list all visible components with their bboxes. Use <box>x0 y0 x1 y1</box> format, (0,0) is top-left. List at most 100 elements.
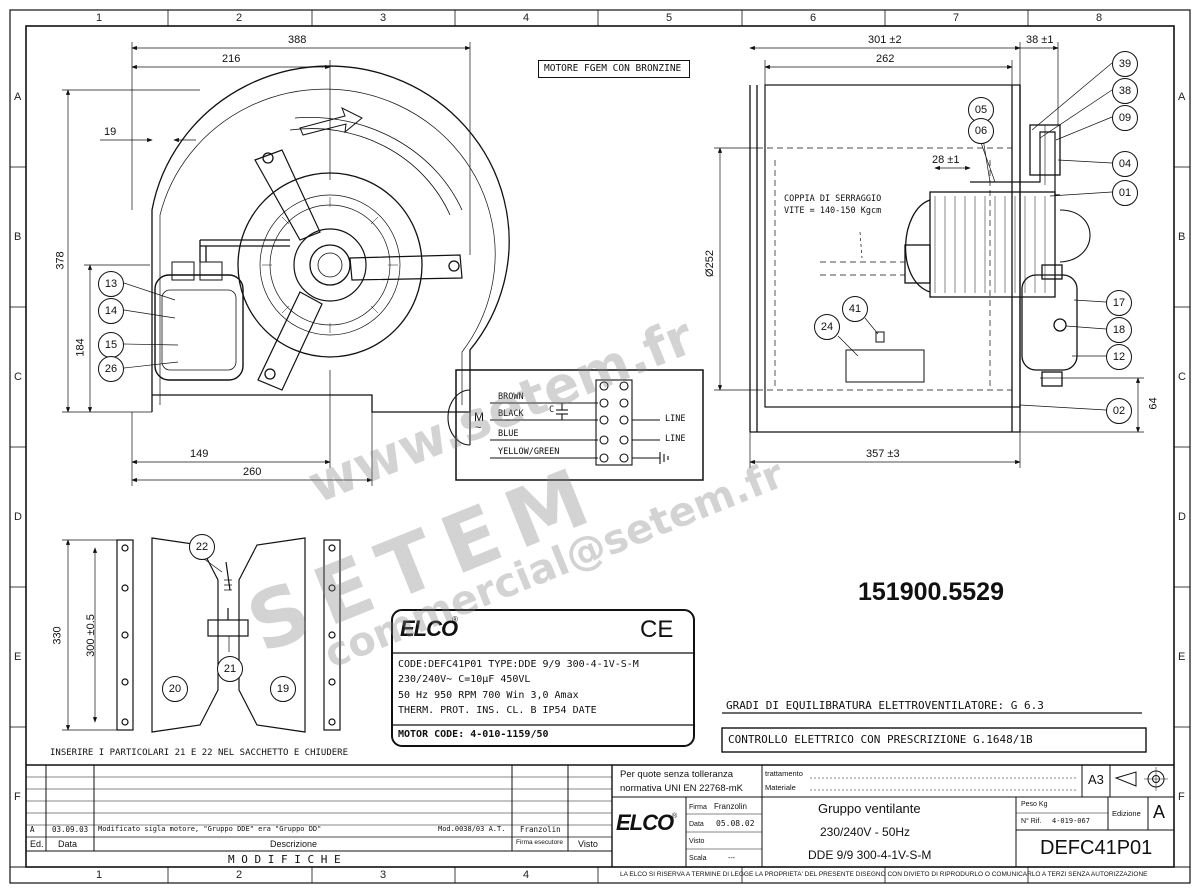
rev-ed: A <box>30 825 35 834</box>
zone-col-5: 5 <box>666 12 673 24</box>
dim-184: 184 <box>74 338 87 357</box>
torque-note-line2: VITE = 140-150 Kgcm <box>784 206 882 216</box>
wire-yellow-green: YELLOW/GREEN <box>498 447 560 457</box>
drawing-title-1: Gruppo ventilante <box>818 801 921 816</box>
wire-black: BLACK <box>498 409 524 419</box>
dim-19: 19 <box>104 126 117 138</box>
format-label: A3 <box>1088 772 1104 787</box>
title-block-logo-reg: ® <box>672 813 678 820</box>
zone-col-6: 6 <box>810 12 817 24</box>
rif-value: 4-019-067 <box>1052 817 1090 825</box>
zone-row-b: B <box>14 231 22 243</box>
rev-mod: Mod.0038/03 A.T. <box>438 825 506 833</box>
callout-19: 19 <box>270 676 296 702</box>
zone-row-a: A <box>14 91 22 103</box>
materiale-label: Materiale <box>765 783 796 792</box>
visto-label: Visto <box>689 838 705 845</box>
bracket-views <box>62 537 341 733</box>
dim-300: 300 ±0.5 <box>84 614 97 657</box>
nameplate-line-3: 50 Hz 950 RPM 700 Win 3,0 Amax <box>398 690 579 701</box>
zone-row-c: C <box>14 371 22 383</box>
callout-06: 06 <box>968 118 994 144</box>
wiring-diagram <box>447 369 704 481</box>
zone-col-1: 1 <box>96 12 103 24</box>
side-view <box>749 84 1091 433</box>
dim-301: 301 ±2 <box>868 34 902 46</box>
callout-05: 05 <box>968 97 994 123</box>
title-block-logo: ELCO <box>616 810 674 835</box>
dim-38: 38 ±1 <box>1026 34 1054 46</box>
callout-24: 24 <box>814 314 840 340</box>
zone-row-d-right: D <box>1178 511 1186 523</box>
zone-row-e: E <box>14 651 22 663</box>
callout-18: 18 <box>1106 317 1132 343</box>
zone-row-f: F <box>14 791 21 803</box>
callout-20: 20 <box>162 676 188 702</box>
nameplate-line-2: 230/240V∼ C=10μF 450VL <box>398 674 531 685</box>
rev-col-data: Data <box>58 839 78 849</box>
zone-col-7: 7 <box>953 12 960 24</box>
callout-02: 02 <box>1106 398 1132 424</box>
motor-symbol: M <box>474 410 484 424</box>
callout-41: 41 <box>842 296 868 322</box>
callout-39: 39 <box>1112 51 1138 77</box>
electrical-check-note: CONTROLLO ELETTRICO CON PRESCRIZIONE G.1… <box>728 733 1033 746</box>
edizione-label: Edizione <box>1112 809 1141 818</box>
front-dimensions <box>62 42 471 486</box>
torque-note-line1: COPPIA DI SERRAGGIO <box>784 194 882 204</box>
callout-14: 14 <box>98 298 124 324</box>
nameplate-brand: ELCO <box>400 616 458 641</box>
dim-216: 216 <box>222 53 241 65</box>
dim-357: 357 ±3 <box>866 448 900 460</box>
callout-12: 12 <box>1106 344 1132 370</box>
ce-mark: CE <box>640 616 674 643</box>
tolerance-line-2: normativa UNI EN 22768-mK <box>620 783 744 794</box>
dim-388: 388 <box>288 34 307 46</box>
zone-col-4: 4 <box>523 12 530 24</box>
nameplate-reg-mark: ® <box>452 615 458 624</box>
dim-28: 28 ±1 <box>932 154 960 166</box>
peso-label: Peso Kg <box>1021 801 1048 808</box>
nameplate-line-1: CODE:DEFC41P01 TYPE:DDE 9/9 300-4-1V-S-M <box>398 659 639 670</box>
capacitor-label: C <box>549 405 555 415</box>
zone-col-1-bottom: 1 <box>96 869 103 881</box>
nameplate-line-5: MOTOR CODE: 4-010-1159/50 <box>398 729 549 740</box>
rev-col-ed: Ed. <box>30 839 44 849</box>
tolerance-line-1: Per quote senza tolleranza <box>620 769 734 780</box>
dim-64: 64 <box>1147 397 1160 410</box>
trattamento-label: trattamento <box>765 769 803 778</box>
title-block-grid <box>10 764 1190 868</box>
motor-ac-symbol: ~ <box>475 422 482 434</box>
zone-col-3: 3 <box>380 12 387 24</box>
rev-col-descrizione: Descrizione <box>270 839 318 849</box>
zone-ticks <box>10 10 1190 883</box>
rif-label: N° Rif. <box>1021 818 1042 825</box>
front-view <box>151 65 510 413</box>
zone-row-c-right: C <box>1178 371 1186 383</box>
firma-value: Franzolin <box>714 802 747 811</box>
rev-date: 03.09.03 <box>52 825 89 834</box>
zone-row-e-right: E <box>1178 651 1186 663</box>
callout-21: 21 <box>217 656 243 682</box>
callout-04: 04 <box>1112 151 1138 177</box>
nameplate-line-4: THERM. PROT. INS. CL. B IP54 DATE <box>398 705 597 716</box>
rev-col-visto: Visto <box>578 839 598 849</box>
nameplate-outline <box>391 609 695 747</box>
callout-26: 26 <box>98 356 124 382</box>
callout-09: 09 <box>1112 105 1138 131</box>
zone-col-3-bottom: 3 <box>380 869 387 881</box>
drawing-title-2: 230/240V - 50Hz <box>820 825 911 839</box>
dim-378: 378 <box>54 251 67 270</box>
data-label: Data <box>689 821 704 828</box>
dim-262: 262 <box>876 53 895 65</box>
dim-149: 149 <box>190 448 209 460</box>
wire-brown: BROWN <box>498 392 524 402</box>
zone-col-4-bottom: 4 <box>523 869 530 881</box>
drawing-code: DEFC41P01 <box>1040 837 1153 859</box>
scala-value: --- <box>728 855 735 862</box>
zone-col-2: 2 <box>236 12 243 24</box>
line-label-2: LINE <box>665 434 686 444</box>
zone-row-a-right: A <box>1178 91 1186 103</box>
